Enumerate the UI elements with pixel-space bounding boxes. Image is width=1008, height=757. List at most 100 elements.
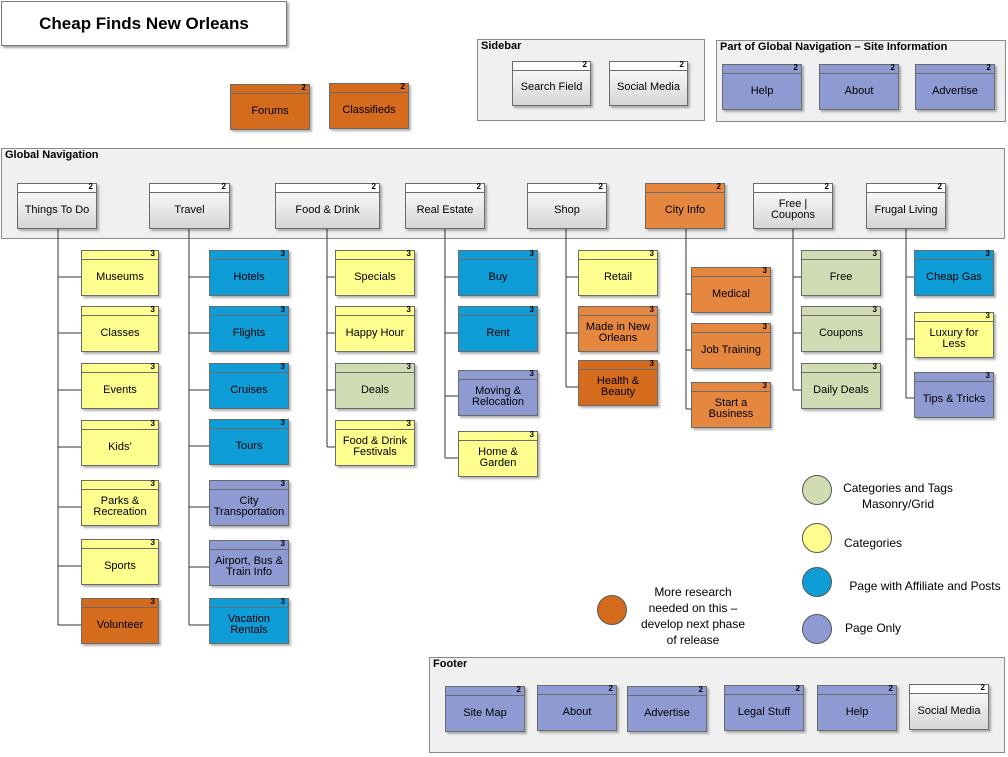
- node-label: Shop: [554, 203, 580, 216]
- node-label: Coupons: [818, 326, 864, 339]
- node-happy-hour[interactable]: 3 Happy Hour: [335, 305, 415, 352]
- node-label: Daily Deals: [813, 383, 869, 396]
- node-job-training[interactable]: 3 Job Training: [691, 322, 771, 369]
- node-sports[interactable]: 3 Sports: [81, 538, 159, 585]
- site-info-advertise-node[interactable]: 2 Advertise: [915, 63, 995, 110]
- node-label: Food & Drink Festivals: [342, 435, 408, 458]
- node-moving-relocation[interactable]: 3 Moving & Relocation: [458, 369, 538, 416]
- level-number: 2: [88, 182, 93, 191]
- level-number: 3: [280, 418, 285, 427]
- panel-title: Sidebar: [481, 40, 522, 52]
- node-coupons[interactable]: 3 Coupons: [801, 305, 881, 352]
- node-kids[interactable]: 3 Kids’: [81, 419, 159, 466]
- footer-legal-stuff-node[interactable]: 2 Legal Stuff: [724, 684, 804, 731]
- node-label: Kids’: [108, 440, 132, 453]
- node-label: Made in New Orleans: [585, 321, 651, 344]
- classifieds-node[interactable]: 2 Classifieds: [329, 82, 409, 129]
- nav-shop[interactable]: 2 Shop: [527, 182, 607, 229]
- nav-things-to-do[interactable]: 2 Things To Do: [17, 182, 97, 229]
- level-number: 3: [406, 305, 411, 314]
- sidebar-search-field-node[interactable]: 2 Search Field: [512, 60, 591, 106]
- node-cruises[interactable]: 3 Cruises: [209, 362, 289, 409]
- node-parks-recreation[interactable]: 3 Parks & Recreation: [81, 479, 159, 526]
- level-number: 3: [649, 359, 654, 368]
- level-number: 2: [679, 60, 684, 69]
- node-events[interactable]: 3 Events: [81, 362, 159, 409]
- node-classes[interactable]: 3 Classes: [81, 305, 159, 352]
- node-retail[interactable]: 3 Retail: [578, 249, 658, 296]
- node-start-a-business[interactable]: 3 Start a Business: [691, 381, 771, 428]
- node-label: Flights: [232, 326, 266, 339]
- footer-advertise-node[interactable]: 2 Advertise: [627, 685, 707, 732]
- node-made-in-new-orleans[interactable]: 3 Made in New Orleans: [578, 305, 658, 352]
- level-number: 3: [280, 249, 285, 258]
- forums-node[interactable]: 2 Forums: [230, 83, 310, 130]
- level-number: 3: [150, 249, 155, 258]
- level-number: 2: [301, 83, 306, 92]
- sidebar-social-media-node[interactable]: 2 Social Media: [609, 60, 688, 106]
- footer-about-node[interactable]: 2 About: [537, 684, 617, 731]
- research-note: More research needed on this – develop n…: [640, 585, 746, 647]
- node-label: Help: [750, 84, 774, 97]
- node-rent[interactable]: 3 Rent: [458, 305, 538, 352]
- node-cheap-gas[interactable]: 3 Cheap Gas: [914, 249, 994, 296]
- footer-site-map-node[interactable]: 2 Site Map: [445, 685, 525, 732]
- level-number: 2: [221, 182, 226, 191]
- node-home-garden[interactable]: 3 Home & Garden: [458, 430, 538, 477]
- node-city-transportation[interactable]: 3 City Transportation: [209, 479, 289, 526]
- level-number: 3: [150, 479, 155, 488]
- node-label: Retail: [603, 270, 633, 283]
- node-hotels[interactable]: 3 Hotels: [209, 249, 289, 296]
- legend-label: Page Only: [844, 621, 902, 635]
- node-label: Airport, Bus & Train Info: [215, 555, 283, 578]
- node-vacation-rentals[interactable]: 3 Vacation Rentals: [209, 597, 289, 644]
- node-daily-deals[interactable]: 3 Daily Deals: [801, 362, 881, 409]
- legend-label: Categories and Tags Masonry/Grid: [843, 481, 953, 511]
- node-deals[interactable]: 3 Deals: [335, 362, 415, 409]
- node-label: Hotels: [233, 270, 265, 283]
- node-label: Social Media: [617, 81, 680, 93]
- node-label: Advertise: [644, 706, 690, 719]
- node-museums[interactable]: 3 Museums: [81, 249, 159, 296]
- level-number: 2: [890, 63, 895, 72]
- node-flights[interactable]: 3 Flights: [209, 305, 289, 352]
- node-tips-tricks[interactable]: 3 Tips & Tricks: [914, 371, 994, 418]
- node-airport-bus-train[interactable]: 3 Airport, Bus & Train Info: [209, 539, 289, 586]
- footer-help-node[interactable]: 2 Help: [817, 684, 897, 731]
- node-label: Luxury for Less: [929, 327, 979, 350]
- nav-free-coupons[interactable]: 2 Free | Coupons: [753, 182, 833, 229]
- nav-travel[interactable]: 2 Travel: [149, 182, 230, 229]
- node-luxury-for-less[interactable]: 3 Luxury for Less: [914, 311, 994, 358]
- node-label: Job Training: [701, 343, 761, 356]
- node-tours[interactable]: 3 Tours: [209, 418, 289, 465]
- node-label: Forums: [251, 104, 289, 117]
- node-label: Happy Hour: [345, 326, 405, 339]
- site-info-help-node[interactable]: 2 Help: [722, 63, 802, 110]
- note-swatch-brown: [597, 595, 627, 625]
- level-number: 3: [649, 249, 654, 258]
- nav-real-estate[interactable]: 2 Real Estate: [405, 182, 485, 229]
- node-buy[interactable]: 3 Buy: [458, 249, 538, 296]
- node-label: Cruises: [230, 383, 268, 396]
- node-label: Events: [103, 383, 137, 396]
- legend-swatch-yellow: [802, 523, 832, 553]
- level-number: 3: [280, 539, 285, 548]
- nav-frugal-living[interactable]: 2 Frugal Living: [866, 182, 946, 229]
- node-specials[interactable]: 3 Specials: [335, 249, 415, 296]
- level-number: 2: [793, 63, 798, 72]
- nav-city-info[interactable]: 2 City Info: [645, 182, 725, 229]
- node-label: Cheap Gas: [926, 270, 982, 283]
- node-food-drink-festivals[interactable]: 3 Food & Drink Festivals: [335, 419, 415, 466]
- site-info-about-node[interactable]: 2 About: [819, 63, 899, 110]
- node-volunteer[interactable]: 3 Volunteer: [81, 597, 159, 644]
- level-number: 3: [985, 371, 990, 380]
- level-number: 2: [888, 684, 893, 693]
- level-number: 3: [529, 430, 534, 439]
- footer-social-media-node[interactable]: 2 Social Media: [909, 683, 989, 730]
- nav-food-drink[interactable]: 2 Food & Drink: [275, 182, 380, 229]
- node-health-beauty[interactable]: 3 Health & Beauty: [578, 359, 658, 406]
- node-label: Tips & Tricks: [922, 392, 986, 405]
- node-free[interactable]: 3 Free: [801, 249, 881, 296]
- level-number: 2: [698, 685, 703, 694]
- node-medical[interactable]: 3 Medical: [691, 266, 771, 313]
